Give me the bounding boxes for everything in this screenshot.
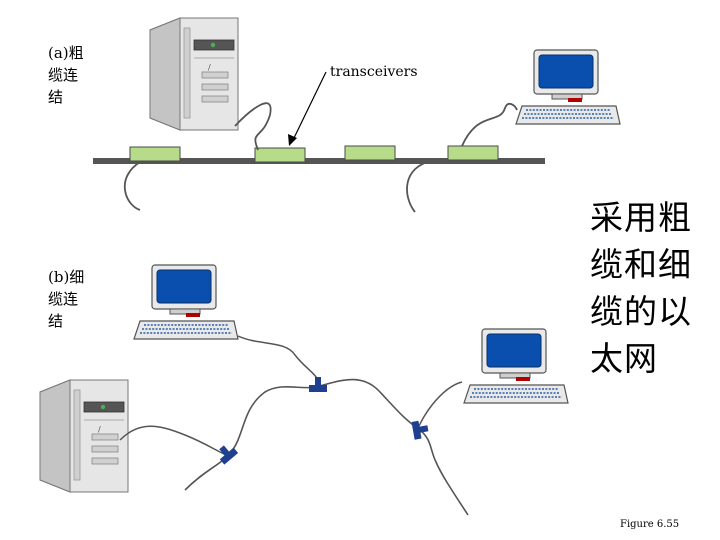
- drop-cable: [461, 102, 518, 147]
- thin-cable-section: [39, 264, 569, 516]
- desktop-computer-icon: [133, 264, 239, 340]
- thick-backbone-cable: [93, 158, 545, 164]
- tower-computer-icon: [149, 17, 239, 131]
- thin-cable-label: (b)细 缆连 结: [48, 268, 85, 330]
- figure-caption: Figure 6.55: [620, 519, 680, 530]
- transceiver-box: [129, 146, 181, 162]
- cable-end: [123, 161, 141, 211]
- drop-cable: [119, 425, 227, 456]
- t-connector-icon: [214, 441, 239, 465]
- desktop-computer-icon: [515, 49, 621, 125]
- transceiver-box: [254, 147, 306, 163]
- tower-computer-icon: [39, 379, 129, 493]
- diagram-title: 采用粗 缆和细 缆的以 太网: [590, 198, 692, 378]
- cable-end: [406, 161, 428, 213]
- desktop-computer-icon: [463, 328, 569, 404]
- drop-cable: [237, 335, 319, 381]
- transceiver-box: [447, 145, 499, 161]
- drop-cable: [417, 381, 463, 429]
- transceiver-pointer-arrow: [292, 71, 327, 141]
- arrowhead: [288, 134, 297, 146]
- thick-cable-section: [93, 17, 621, 213]
- transceivers-label: transceivers: [330, 64, 418, 80]
- drop-cable: [234, 102, 272, 151]
- thin-coax-cable: [184, 378, 469, 516]
- thick-cable-label: (a)粗 缆连 结: [48, 44, 84, 106]
- transceiver-box: [344, 145, 396, 161]
